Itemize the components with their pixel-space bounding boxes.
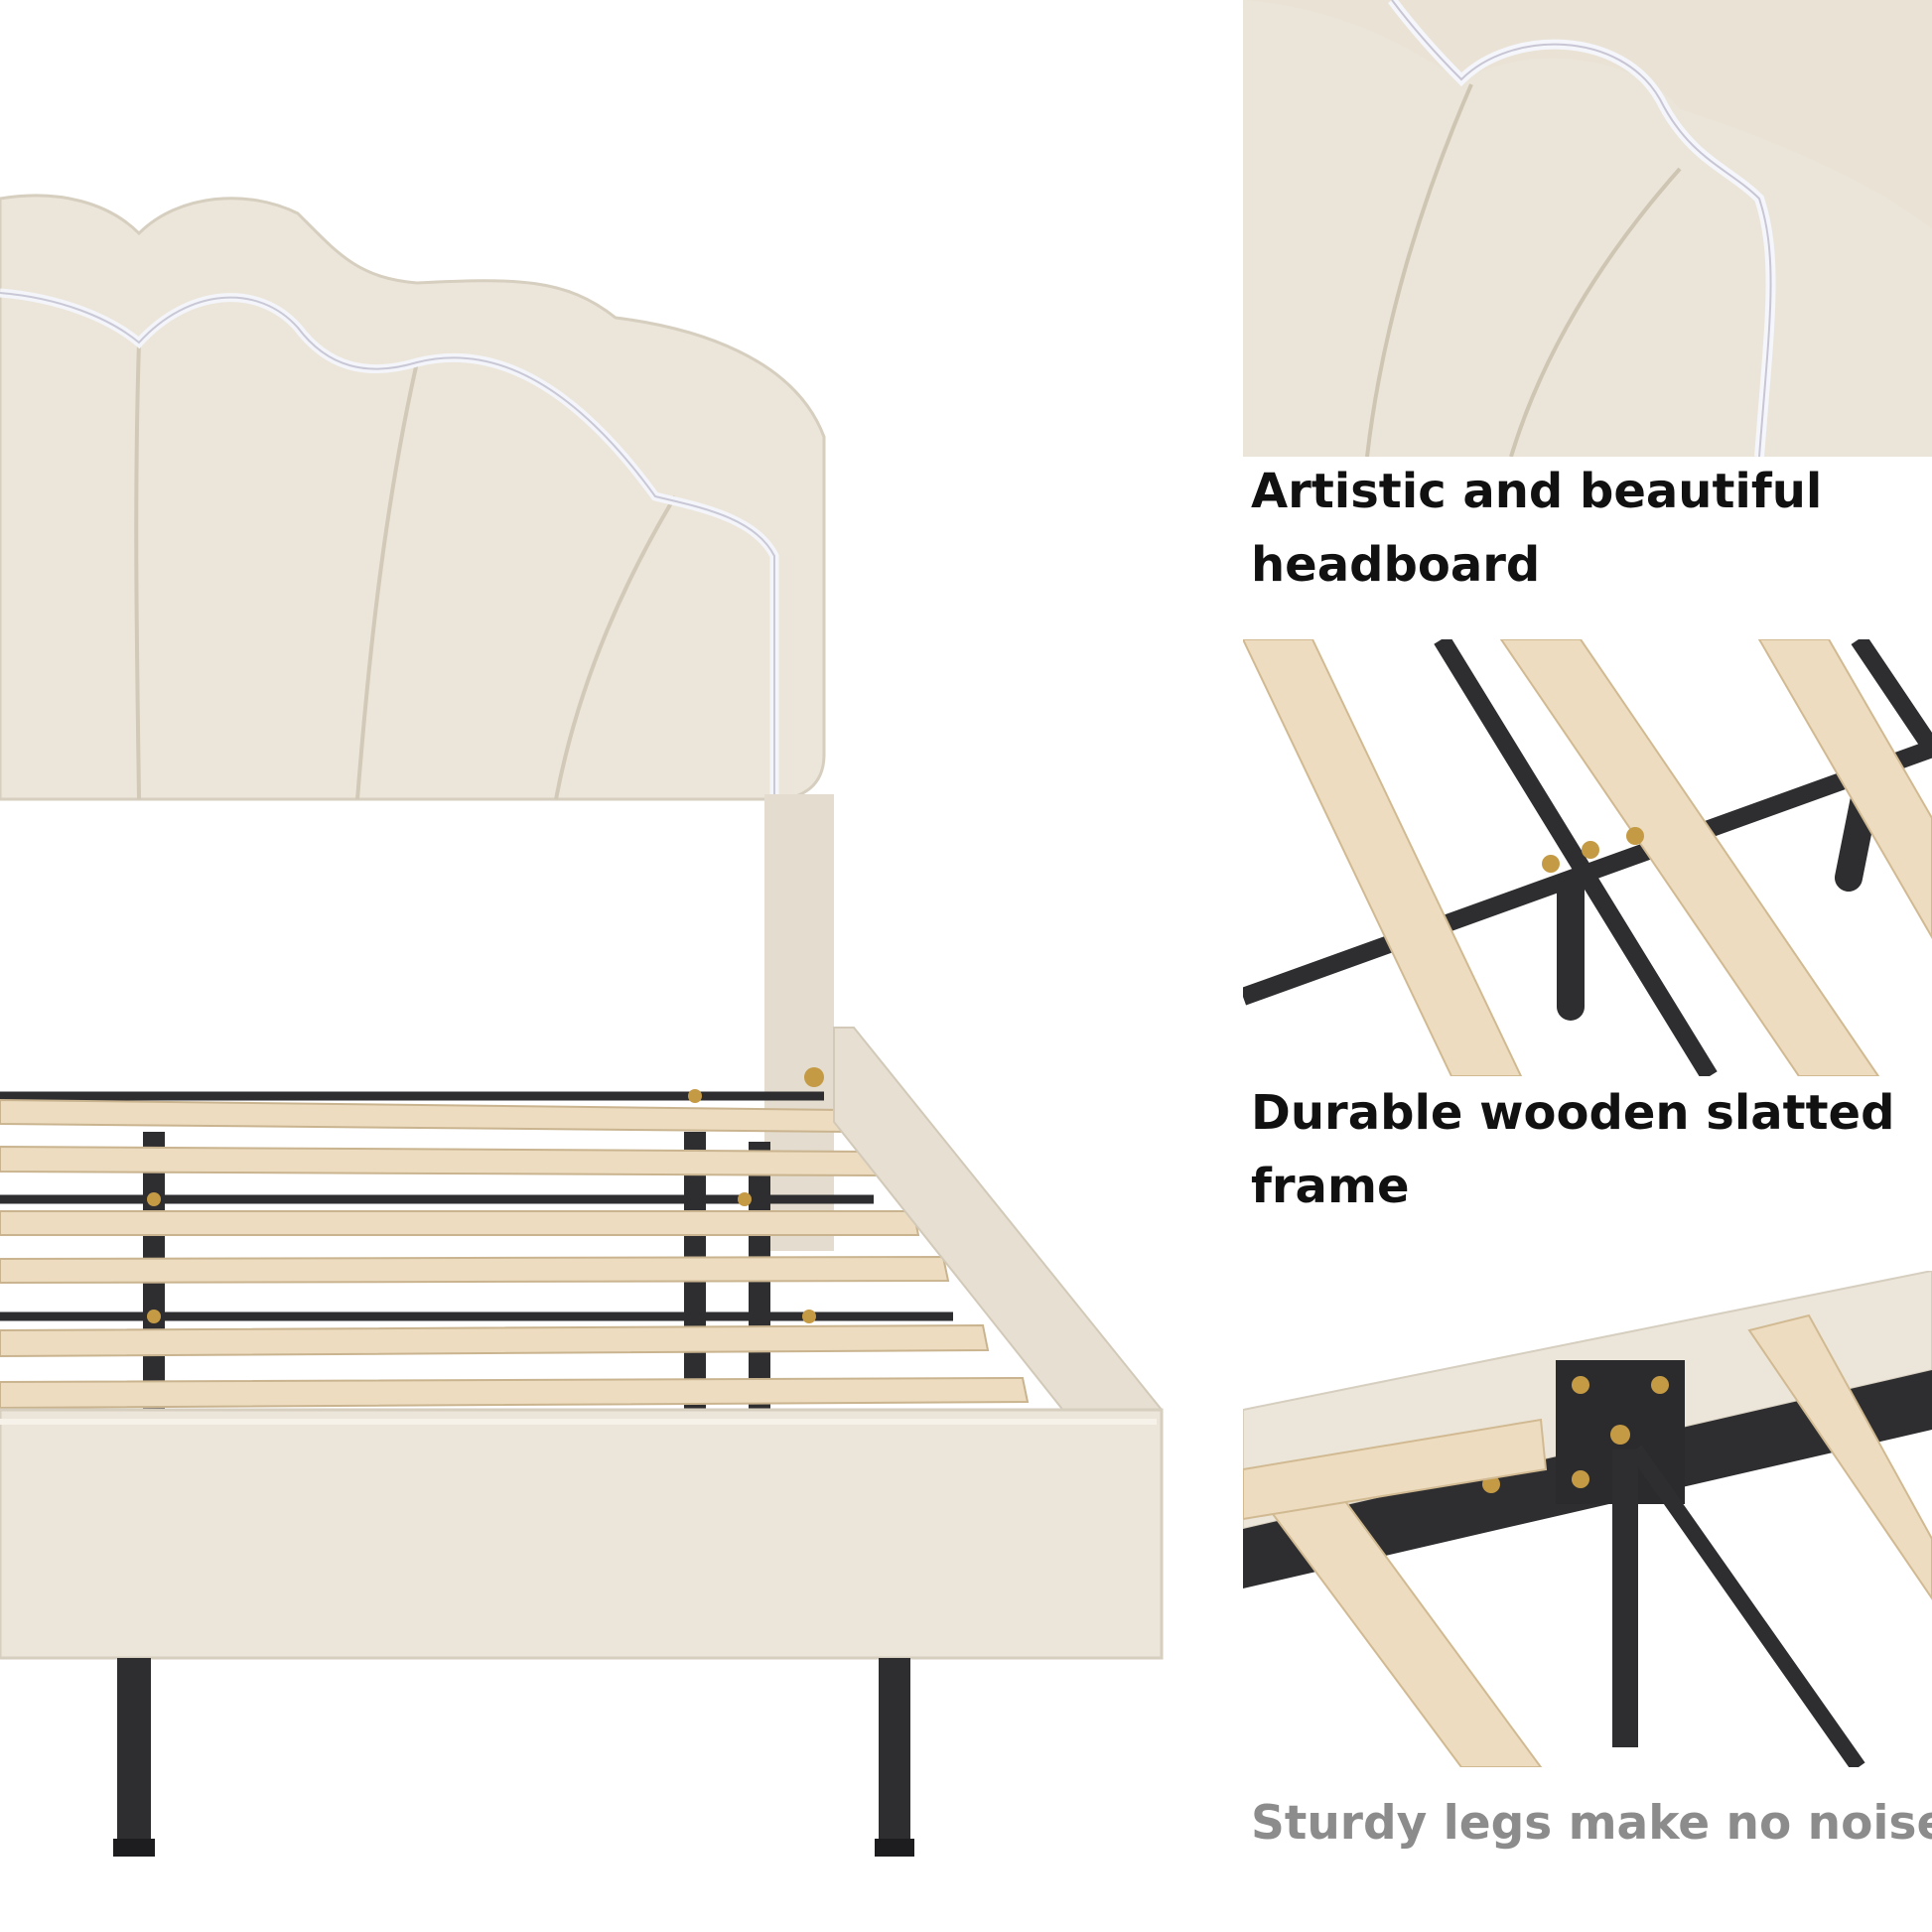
headboard-detail-illustration	[1243, 0, 1932, 457]
headboard-detail-photo	[1243, 0, 1932, 457]
headboard-seams	[134, 342, 677, 800]
legs-detail-illustration	[1243, 1271, 1932, 1767]
foot-rail	[0, 1408, 1164, 1660]
slats-metal-frame	[1243, 639, 1932, 1076]
legs-slats	[1243, 1313, 1932, 1767]
bed-illustration	[0, 194, 1164, 1857]
headboard-shape	[0, 194, 826, 801]
headboard-post	[764, 794, 834, 1251]
wooden-slats	[0, 1098, 1030, 1410]
main-bed-photo	[0, 194, 1164, 1857]
bed-legs	[113, 1658, 914, 1857]
slats-detail-illustration	[1243, 639, 1932, 1076]
slats-detail-photo	[1243, 639, 1932, 1076]
legs-detail-photo	[1243, 1271, 1932, 1767]
hardware-bolts	[147, 1067, 824, 1323]
caption-legs: Sturdy legs make no noise	[1251, 1796, 1932, 1851]
slats-wood	[1243, 639, 1932, 1076]
